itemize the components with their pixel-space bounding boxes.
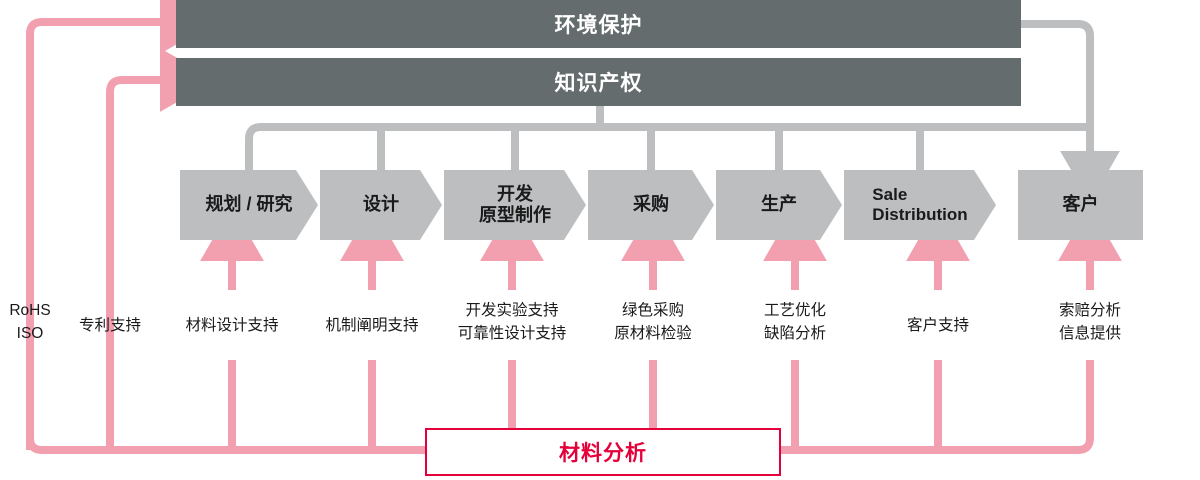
- support-label-mechanism-analysis-line1: 机制阐明支持: [325, 317, 419, 334]
- pink-mid-stems: [508, 360, 657, 432]
- gray-bus: [245, 123, 1090, 170]
- support-label-development-testing-line1: 开发实验支持: [465, 302, 559, 319]
- bar-environment-protection-label: 环境保护: [554, 14, 643, 37]
- support-label-material-design: 材料设计支持: [185, 315, 278, 338]
- support-label-patent-support-line1: 专利支持: [78, 317, 142, 334]
- bar-environment-protection[interactable]: 环境保护: [176, 0, 1021, 48]
- support-label-patent-support: 专利支持: [79, 315, 141, 338]
- process-step-sale-line2: Distribution: [872, 205, 968, 224]
- support-label-claim-analysis-line1: 索赔分析: [1058, 302, 1122, 319]
- support-label-claim-analysis: 索赔分析 信息提供: [1059, 300, 1121, 346]
- process-step-production-label: 生产: [761, 194, 797, 215]
- support-label-claim-analysis-line2: 信息提供: [1058, 324, 1122, 342]
- pink-bus-left: [26, 437, 425, 454]
- support-label-rohs-iso-line1: RoHS: [9, 302, 51, 319]
- support-label-process-optimization-line1: 工艺优化: [763, 302, 827, 319]
- process-step-procurement-label: 采购: [633, 194, 669, 215]
- process-step-sale-line1: Sale: [872, 184, 908, 204]
- process-step-sale-distribution[interactable]: Sale Distribution: [844, 170, 996, 240]
- support-label-process-optimization-line2: 缺陷分析: [763, 324, 827, 342]
- pink-route-patent: [106, 48, 216, 450]
- process-step-design[interactable]: 设计: [320, 170, 442, 240]
- gray-connector-group: [245, 20, 1120, 203]
- process-step-development-line2: 原型制作: [479, 205, 551, 225]
- support-label-material-design-line1: 材料设计支持: [185, 317, 279, 334]
- gray-route-environment: [1021, 20, 1120, 203]
- support-label-rohs-iso: RoHS ISO: [9, 300, 50, 346]
- process-step-procurement[interactable]: 采购: [588, 170, 714, 240]
- process-step-customer-label: 客户: [1062, 194, 1099, 215]
- pink-bus-right: [777, 360, 1094, 454]
- process-step-sale-distribution-label: Sale Distribution: [868, 185, 971, 225]
- material-analysis-label: 材料分析: [559, 442, 647, 465]
- process-step-development-label: 开发 原型制作: [475, 184, 555, 226]
- bar-intellectual-property[interactable]: 知识产权: [176, 58, 1021, 106]
- process-step-development-line1: 开发: [497, 183, 533, 204]
- support-label-green-procurement-line1: 绿色采购: [621, 302, 685, 319]
- support-label-green-procurement: 绿色采购 原材料检验: [614, 300, 692, 346]
- support-label-customer-support: 客户支持: [907, 315, 969, 338]
- support-label-rohs-iso-line2: ISO: [16, 324, 44, 342]
- support-label-development-testing-line2: 可靠性设计支持: [457, 324, 567, 342]
- pink-bottom-bus: [26, 360, 1094, 454]
- support-label-process-optimization: 工艺优化 缺陷分析: [764, 300, 826, 346]
- pink-left-routes: [26, 0, 216, 450]
- pink-support-arrows: [200, 205, 1122, 290]
- material-analysis-box[interactable]: 材料分析: [425, 428, 781, 476]
- bar-intellectual-property-label: 知识产权: [554, 72, 643, 95]
- pink-route-rohs-iso: [26, 0, 216, 450]
- support-label-mechanism-analysis: 机制阐明支持: [325, 315, 418, 338]
- process-step-design-label: 设计: [363, 194, 399, 215]
- process-step-planning-research[interactable]: 规划 / 研究: [180, 170, 318, 240]
- support-label-green-procurement-line2: 原材料检验: [614, 324, 692, 342]
- process-step-planning-research-label: 规划 / 研究: [205, 194, 293, 215]
- process-step-customer[interactable]: 客户: [1018, 170, 1143, 240]
- process-step-development[interactable]: 开发 原型制作: [444, 170, 586, 240]
- support-label-customer-support-line1: 客户支持: [906, 317, 970, 334]
- process-step-production[interactable]: 生产: [716, 170, 842, 240]
- support-label-development-testing: 开发实验支持 可靠性设计支持: [458, 300, 567, 346]
